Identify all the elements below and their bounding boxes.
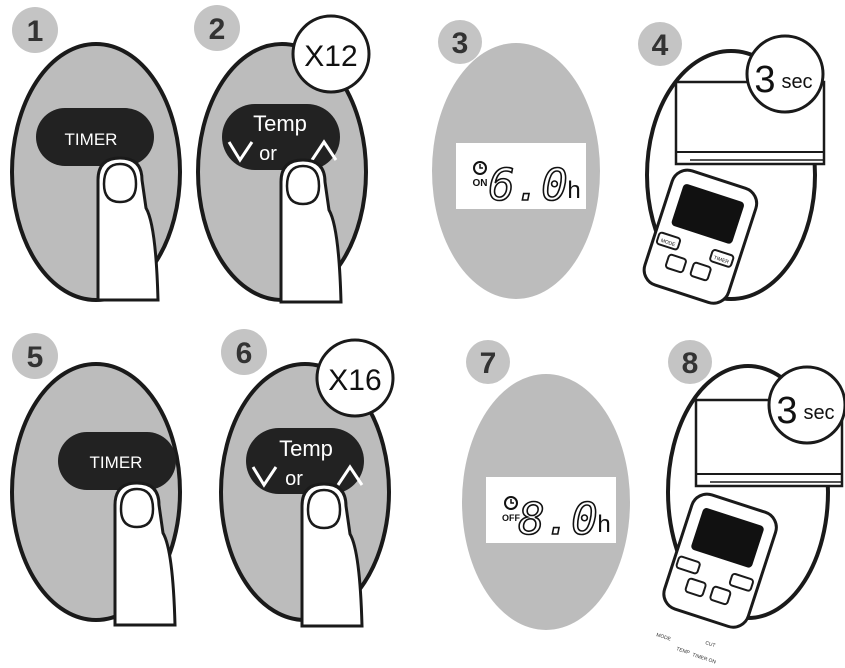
step-5: 5 TIMER [12, 333, 180, 625]
lcd-unit: h [597, 511, 610, 538]
step-6-number: 6 [236, 337, 253, 370]
timer-button-label: TIMER [90, 453, 143, 472]
lcd-timer-value: 6.0 [488, 160, 567, 211]
step-2-number: 2 [209, 13, 226, 46]
repeat-count: X12 [304, 40, 357, 73]
temp-or-label: or [259, 143, 277, 165]
hold-duration-unit: sec [803, 402, 834, 424]
step-6: 6 X16 Temp or [221, 329, 393, 626]
remote-label-mode: MODE [655, 632, 672, 643]
step-3-number: 3 [452, 27, 469, 60]
hold-duration-number: 3 [776, 390, 797, 432]
step-3: 3 ON 6.0 h [432, 20, 600, 299]
step-1-number: 1 [27, 15, 44, 48]
step-4: 4 MODE TIMER 3 sec [638, 22, 824, 307]
temp-button-label: Temp [279, 436, 333, 461]
step-4-number: 4 [652, 29, 669, 62]
repeat-count: X16 [328, 364, 381, 397]
hold-duration-number: 3 [754, 59, 775, 101]
hold-duration-unit: sec [781, 71, 812, 93]
step-2: 2 X12 Temp or [194, 5, 369, 302]
timer-button-label: TIMER [65, 130, 118, 149]
remote-button-labels: MODE TEMP CUT TIMER ON [655, 632, 716, 665]
remote-label-cut: CUT [704, 640, 716, 649]
lcd-timer-value: 8.0 [518, 494, 597, 545]
temp-button-label: Temp [253, 111, 307, 136]
step-8-number: 8 [682, 347, 699, 380]
step-7: 7 OFF 8.0 h [462, 340, 630, 630]
step-5-number: 5 [27, 341, 44, 374]
temp-or-label: or [285, 468, 303, 490]
lcd-unit: h [567, 177, 580, 204]
step-7-number: 7 [480, 347, 497, 380]
step-8: 8 3 sec [660, 340, 845, 631]
remote-label-temp: TEMP [675, 646, 691, 656]
step-1: 1 TIMER [12, 7, 180, 300]
timer-on-indicator: ON [473, 178, 488, 189]
remote-label-timer-on: TIMER ON [691, 652, 716, 665]
